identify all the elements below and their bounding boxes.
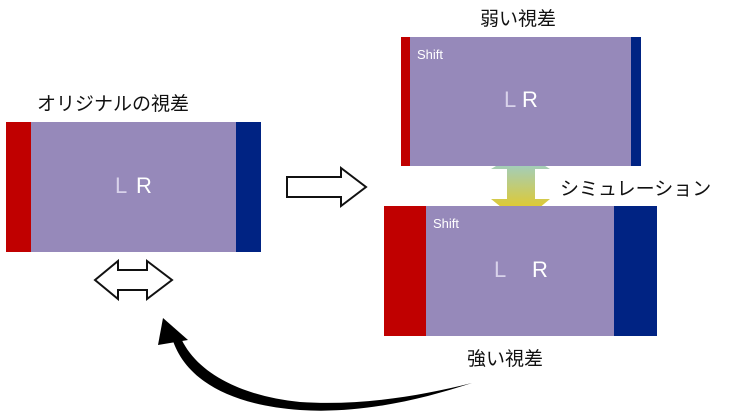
double-arrow-icon — [93, 258, 174, 302]
curved-arrow-icon — [172, 336, 472, 411]
curved-arrow-head-icon — [158, 318, 188, 345]
right-eye-bar — [631, 37, 641, 166]
left-eye-bar — [6, 122, 31, 252]
strong-title: 強い視差 — [467, 348, 544, 370]
right-label: R — [522, 87, 538, 112]
right-eye-bar — [614, 206, 657, 336]
shift-label: Shift — [417, 47, 444, 62]
original-panel: L R — [6, 122, 261, 252]
simulation-arrow-icon — [491, 151, 550, 223]
right-arrow-icon — [286, 165, 368, 209]
left-label: L — [115, 173, 128, 198]
left-eye-bar — [384, 206, 426, 336]
left-label: L — [504, 87, 517, 112]
shift-label: Shift — [433, 216, 460, 231]
left-label: L — [494, 257, 507, 282]
weak-title: 弱い視差 — [480, 8, 557, 30]
simulation-label: シミュレーション — [560, 178, 712, 200]
strong-panel: Shift L R — [384, 206, 657, 336]
right-label: R — [532, 257, 548, 282]
right-label: R — [136, 173, 152, 198]
weak-panel: Shift L R — [401, 37, 641, 166]
right-eye-bar — [236, 122, 261, 252]
original-title: オリジナルの視差 — [37, 93, 190, 115]
left-eye-bar — [401, 37, 410, 166]
